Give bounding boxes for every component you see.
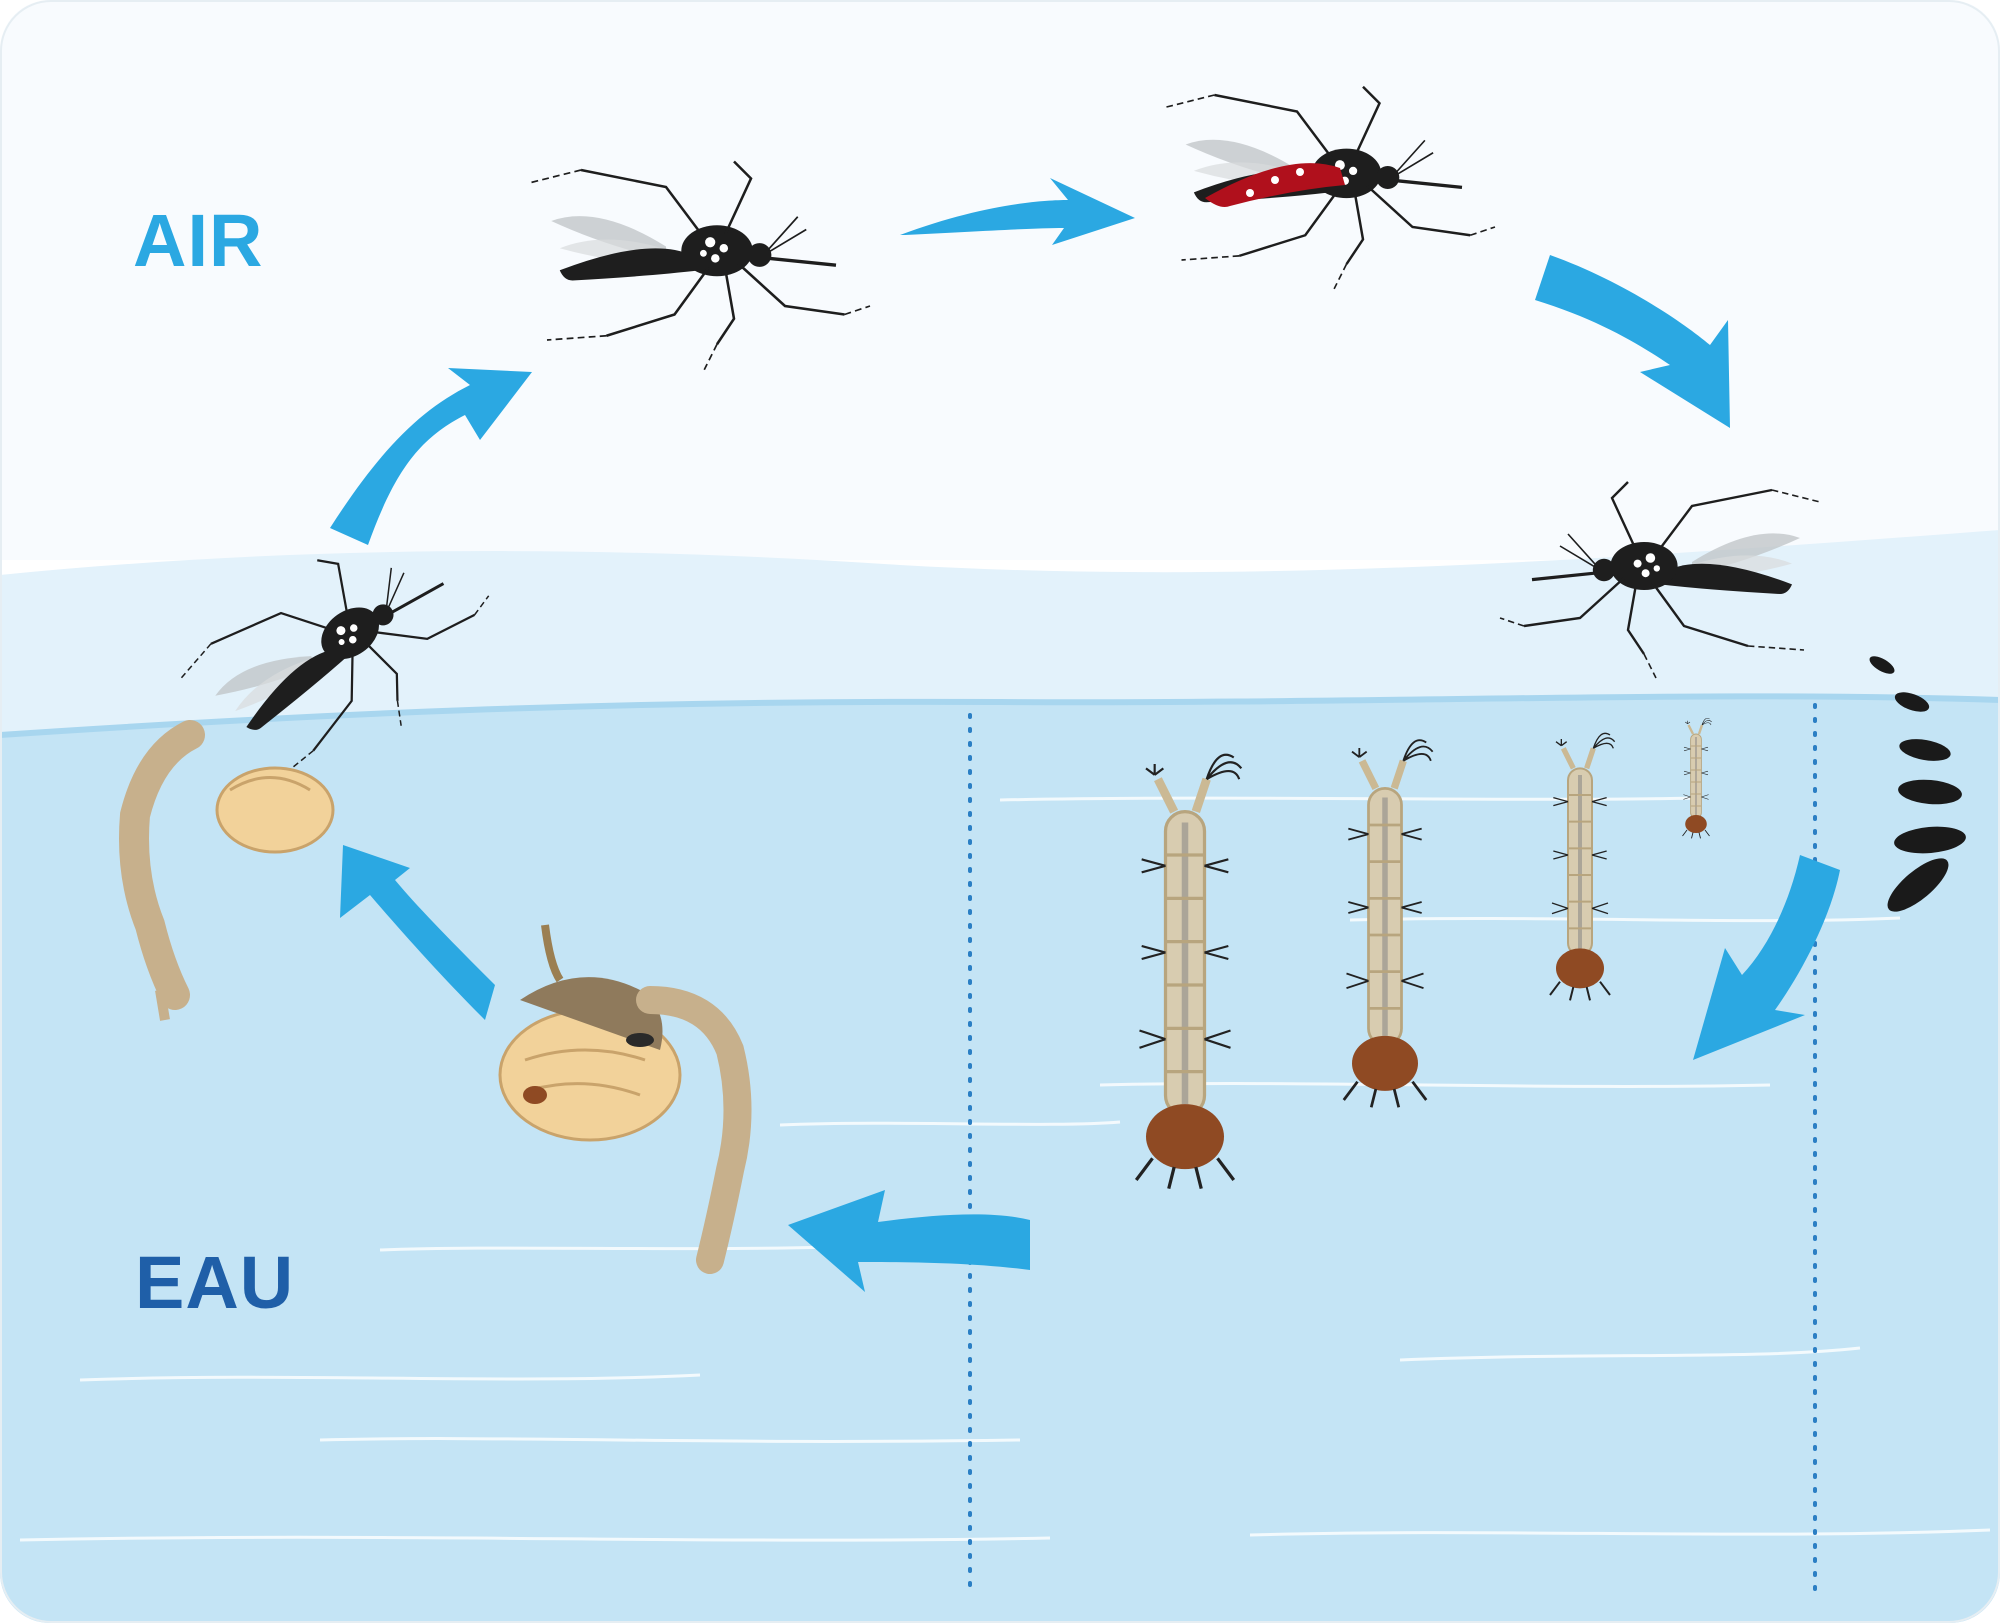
pupal-case-emerging <box>119 720 335 1021</box>
arrow-flying-to-fed <box>900 178 1135 245</box>
air-zone-label: AIR <box>133 199 264 282</box>
cycle-arrows <box>330 178 1840 1292</box>
arrow-pupa-to-adult <box>340 845 495 1020</box>
pupa <box>498 924 752 1274</box>
eggs <box>1869 656 1966 912</box>
water-zone-label: EAU <box>135 1241 295 1324</box>
arrow-eggs-to-larvae <box>1693 855 1840 1060</box>
arrow-fed-to-laying <box>1535 255 1730 428</box>
arrow-larvae-to-pupa <box>788 1190 1030 1292</box>
adult-mosquito-blood-fed <box>1163 85 1497 291</box>
arrow-emerge-to-flying <box>330 368 532 545</box>
